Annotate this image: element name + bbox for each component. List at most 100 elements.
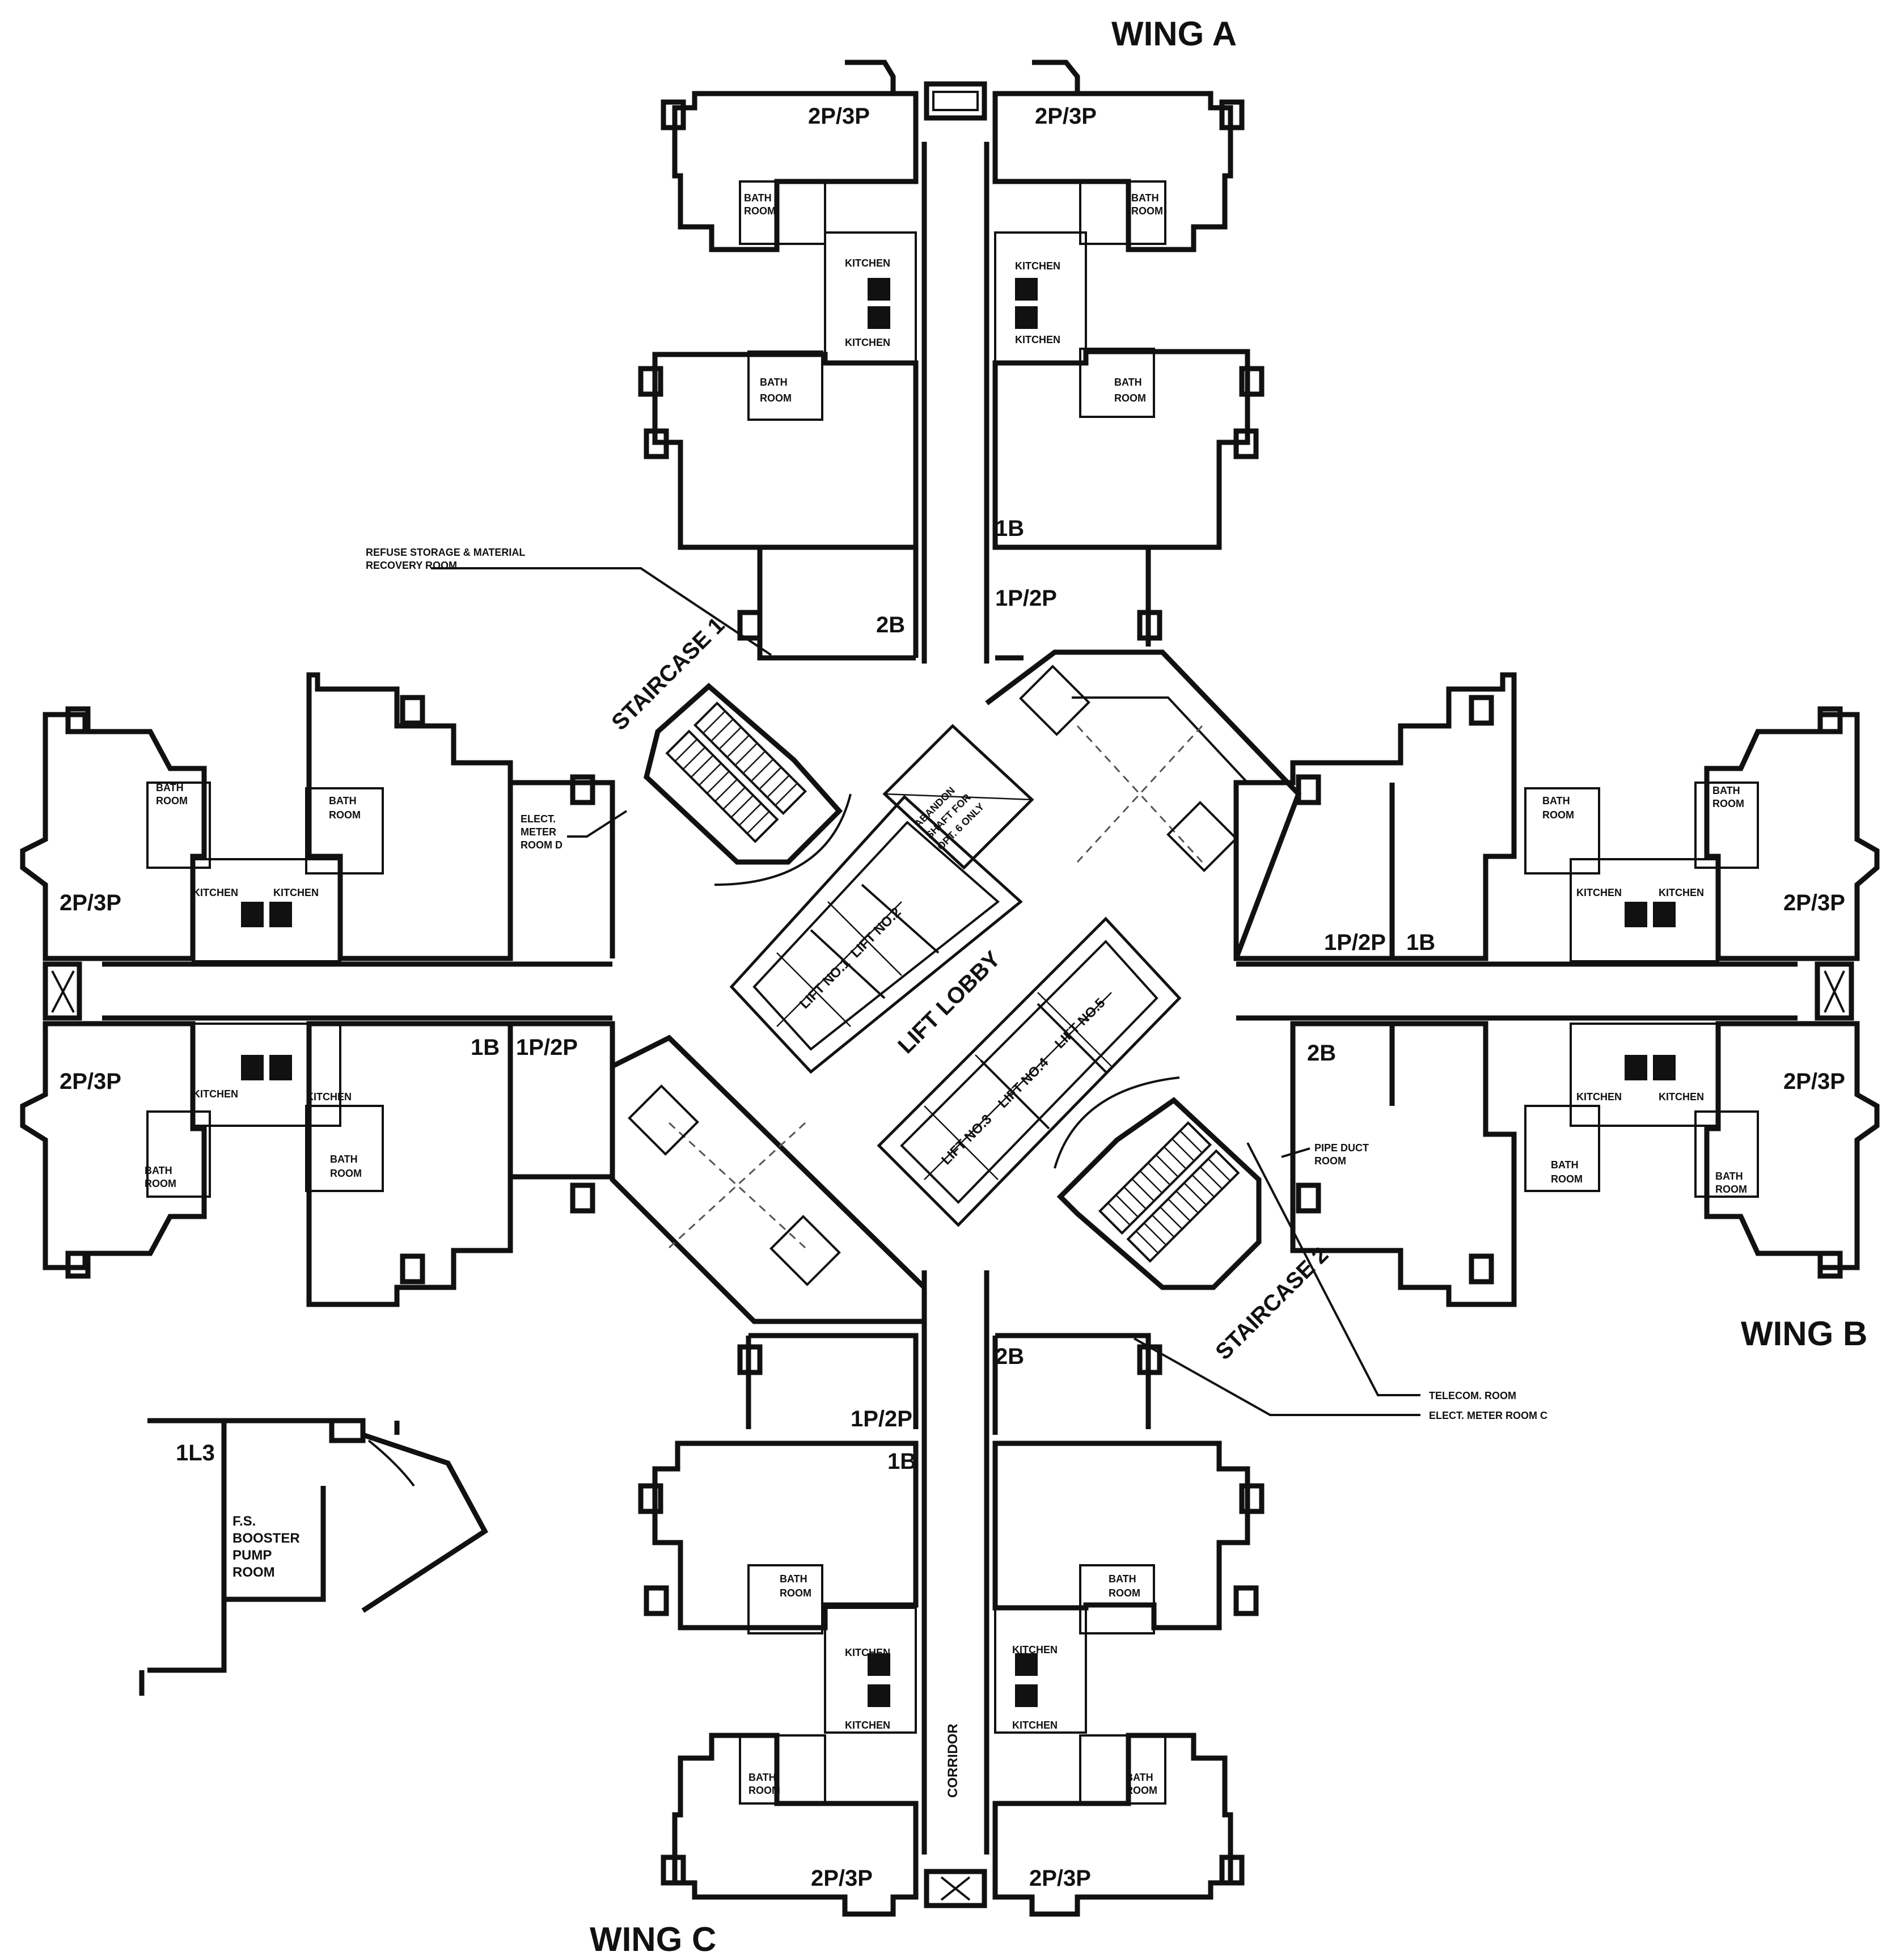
unit-label: 2P/3P: [1783, 890, 1845, 915]
unit-label: 1B: [995, 516, 1024, 541]
svg-text:ROOM: ROOM: [1712, 798, 1744, 809]
svg-text:BATH: BATH: [1109, 1573, 1136, 1585]
lift-lobby-label: LIFT LOBBY: [893, 946, 1005, 1058]
svg-text:BATH: BATH: [1131, 192, 1159, 204]
svg-text:ROOM: ROOM: [156, 795, 188, 806]
svg-text:KITCHEN: KITCHEN: [1015, 260, 1060, 272]
leader-lines: [431, 567, 1420, 1416]
svg-text:KITCHEN: KITCHEN: [273, 887, 319, 898]
svg-text:BATH: BATH: [145, 1165, 172, 1176]
unit-label: 1P/2P: [1324, 930, 1386, 955]
svg-text:ROOM: ROOM: [1114, 392, 1146, 404]
svg-text:ELECT.: ELECT.: [521, 813, 556, 825]
west-wing-units: [20, 672, 615, 1307]
south-corridor: [921, 1270, 989, 1908]
unit-label: 2B: [876, 612, 905, 637]
svg-text:ROOM: ROOM: [748, 1785, 780, 1796]
svg-text:ROOM: ROOM: [329, 809, 361, 821]
svg-text:BATH: BATH: [744, 192, 772, 204]
staircase-1: [643, 683, 852, 886]
svg-text:BATH: BATH: [1542, 795, 1570, 806]
wing-c-label: WING C: [590, 1920, 716, 1958]
wing-b-label: WING B: [1741, 1315, 1867, 1353]
svg-text:PUMP: PUMP: [232, 1548, 272, 1563]
svg-text:BATH: BATH: [748, 1772, 776, 1783]
lift-2-label: LIFT NO.2: [848, 905, 904, 961]
wing-c-units: [638, 1333, 1265, 1917]
svg-text:REFUSE STORAGE & MATERIAL: REFUSE STORAGE & MATERIAL: [366, 547, 525, 558]
unit-label: 2B: [1307, 1041, 1336, 1066]
staircase-2: [1054, 1076, 1262, 1290]
svg-text:ROOM: ROOM: [1542, 809, 1574, 821]
unit-label: 1B: [471, 1035, 500, 1060]
svg-text:KITCHEN: KITCHEN: [193, 887, 238, 898]
svg-text:BATH: BATH: [1126, 1772, 1153, 1783]
svg-text:KITCHEN: KITCHEN: [1576, 887, 1622, 898]
lift-5-label: LIFT NO.5: [1052, 995, 1108, 1051]
unit-label: 2B: [995, 1344, 1024, 1369]
diagonal-core: [610, 649, 1302, 1324]
unit-label: 1P/2P: [851, 1406, 912, 1431]
svg-text:ROOM: ROOM: [744, 205, 776, 217]
lift-group-lower: [877, 916, 1182, 1227]
svg-text:KITCHEN: KITCHEN: [306, 1091, 352, 1102]
svg-text:KITCHEN: KITCHEN: [193, 1088, 238, 1100]
svg-text:ROOM D: ROOM D: [521, 839, 563, 851]
svg-text:ROOM: ROOM: [1551, 1173, 1583, 1185]
svg-text:KITCHEN: KITCHEN: [1015, 334, 1060, 345]
elect-meter-room-c-annotation: ELECT. METER ROOM C: [1429, 1410, 1547, 1421]
telecom-room-annotation: TELECOM. ROOM: [1429, 1390, 1516, 1401]
north-corridor: [921, 81, 989, 664]
corridor-label: CORRIDOR: [945, 1724, 961, 1798]
svg-text:KITCHEN: KITCHEN: [845, 1720, 890, 1731]
svg-text:METER: METER: [521, 826, 556, 838]
svg-text:ROOM: ROOM: [330, 1168, 362, 1179]
svg-text:BOOSTER: BOOSTER: [232, 1531, 300, 1546]
west-corridor: [43, 961, 612, 1021]
unit-label: 2P/3P: [1783, 1069, 1845, 1094]
unit-label: 2P/3P: [1035, 104, 1097, 129]
svg-text:ROOM: ROOM: [232, 1565, 275, 1580]
lift-group-upper: [729, 724, 1034, 1074]
svg-text:KITCHEN: KITCHEN: [845, 257, 890, 269]
staircase-2-label: STAIRCASE 2: [1211, 1242, 1333, 1365]
east-wing-units: [1233, 672, 1880, 1307]
unit-label: 1B: [887, 1449, 916, 1474]
svg-text:BATH: BATH: [760, 377, 788, 388]
east-corridor: [1236, 961, 1854, 1021]
pipe-duct-room-annotation: PIPE DUCT ROOM: [1314, 1142, 1369, 1167]
svg-text:ROOM: ROOM: [145, 1178, 176, 1189]
wing-a-units: [638, 60, 1265, 661]
inset-booster-pump: [139, 1418, 488, 1696]
lift-3-label: LIFT NO.3: [938, 1112, 995, 1168]
svg-text:RECOVERY ROOM: RECOVERY ROOM: [366, 560, 457, 571]
svg-text:KITCHEN: KITCHEN: [1012, 1644, 1058, 1655]
inset-code-label: 1L3: [176, 1441, 215, 1465]
svg-text:ROOM: ROOM: [1314, 1155, 1346, 1167]
svg-text:KITCHEN: KITCHEN: [845, 337, 890, 348]
refuse-room-annotation: REFUSE STORAGE & MATERIAL RECOVERY ROOM: [366, 547, 525, 571]
unit-label: 2P/3P: [60, 890, 121, 915]
svg-text:ROOM: ROOM: [1715, 1184, 1747, 1195]
svg-text:BATH: BATH: [1551, 1159, 1579, 1171]
svg-text:KITCHEN: KITCHEN: [1659, 1091, 1704, 1102]
svg-text:KITCHEN: KITCHEN: [1012, 1720, 1058, 1731]
unit-label: 2P/3P: [60, 1069, 121, 1094]
kitchen-labels: KITCHEN KITCHEN KITCHEN KITCHEN KITCHEN …: [193, 257, 1704, 1731]
unit-label: 2P/3P: [811, 1866, 873, 1891]
unit-label: 1P/2P: [516, 1035, 578, 1060]
elect-meter-room-d-annotation: ELECT. METER ROOM D: [521, 813, 563, 851]
svg-text:KITCHEN: KITCHEN: [1659, 887, 1704, 898]
svg-text:F.S.: F.S.: [232, 1514, 256, 1529]
svg-text:ROOM: ROOM: [780, 1587, 811, 1599]
svg-text:ROOM: ROOM: [1126, 1785, 1157, 1796]
staircase-1-label: STAIRCASE 1: [607, 612, 729, 735]
svg-text:KITCHEN: KITCHEN: [1576, 1091, 1622, 1102]
svg-text:PIPE DUCT: PIPE DUCT: [1314, 1142, 1369, 1154]
unit-label: 2P/3P: [1029, 1866, 1091, 1891]
svg-text:BATH: BATH: [329, 795, 357, 806]
lift-1-label: LIFT NO.1: [797, 956, 853, 1012]
wing-a-label: WING A: [1111, 15, 1237, 53]
